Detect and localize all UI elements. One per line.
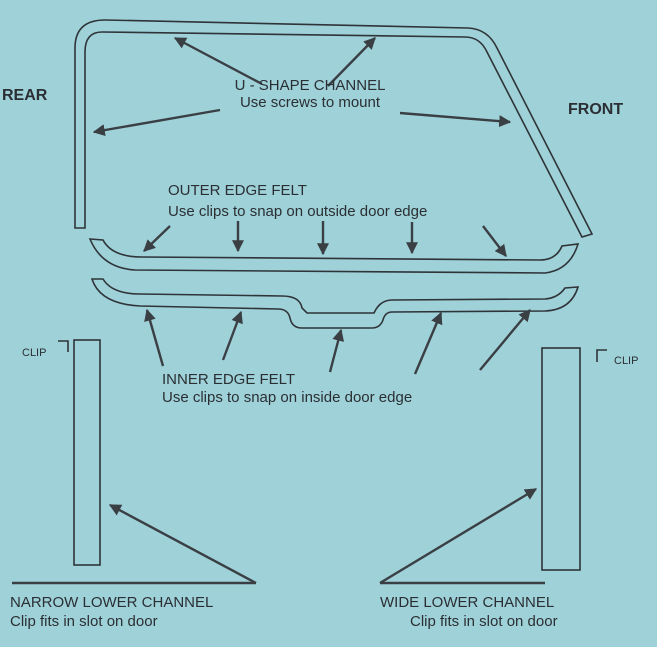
inner-felt-arrows [144, 308, 531, 375]
outer-felt-note: Use clips to snap on outside door edge [168, 203, 427, 220]
u-channel-arrows [92, 36, 512, 137]
u-channel-title: U - SHAPE CHANNEL [235, 77, 386, 94]
wide-channel-title: WIDE LOWER CHANNEL [380, 594, 554, 611]
narrow-channel-title: NARROW LOWER CHANNEL [10, 594, 213, 611]
u-shape-channel [74, 19, 594, 238]
wide-channel-note: Clip fits in slot on door [410, 613, 558, 630]
clip-mark-right [596, 349, 607, 362]
rear-label: REAR [2, 87, 48, 104]
wide-lower-channel [541, 347, 581, 571]
outer-felt-arrows [143, 221, 507, 257]
clip-label-right: CLIP [614, 355, 638, 367]
outer-felt-title: OUTER EDGE FELT [168, 182, 307, 199]
inner-felt-title: INNER EDGE FELT [162, 371, 295, 388]
clip-mark-left [58, 340, 69, 352]
clip-label-left: CLIP [22, 347, 46, 359]
inner-felt-note: Use clips to snap on inside door edge [162, 389, 412, 406]
lower-channel-arrows [12, 487, 545, 585]
inner-edge-felt [90, 278, 580, 329]
outer-edge-felt [88, 238, 580, 274]
u-channel-note: Use screws to mount [240, 94, 381, 111]
narrow-channel-note: Clip fits in slot on door [10, 613, 158, 630]
narrow-lower-channel [73, 339, 101, 566]
front-label: FRONT [568, 101, 623, 118]
